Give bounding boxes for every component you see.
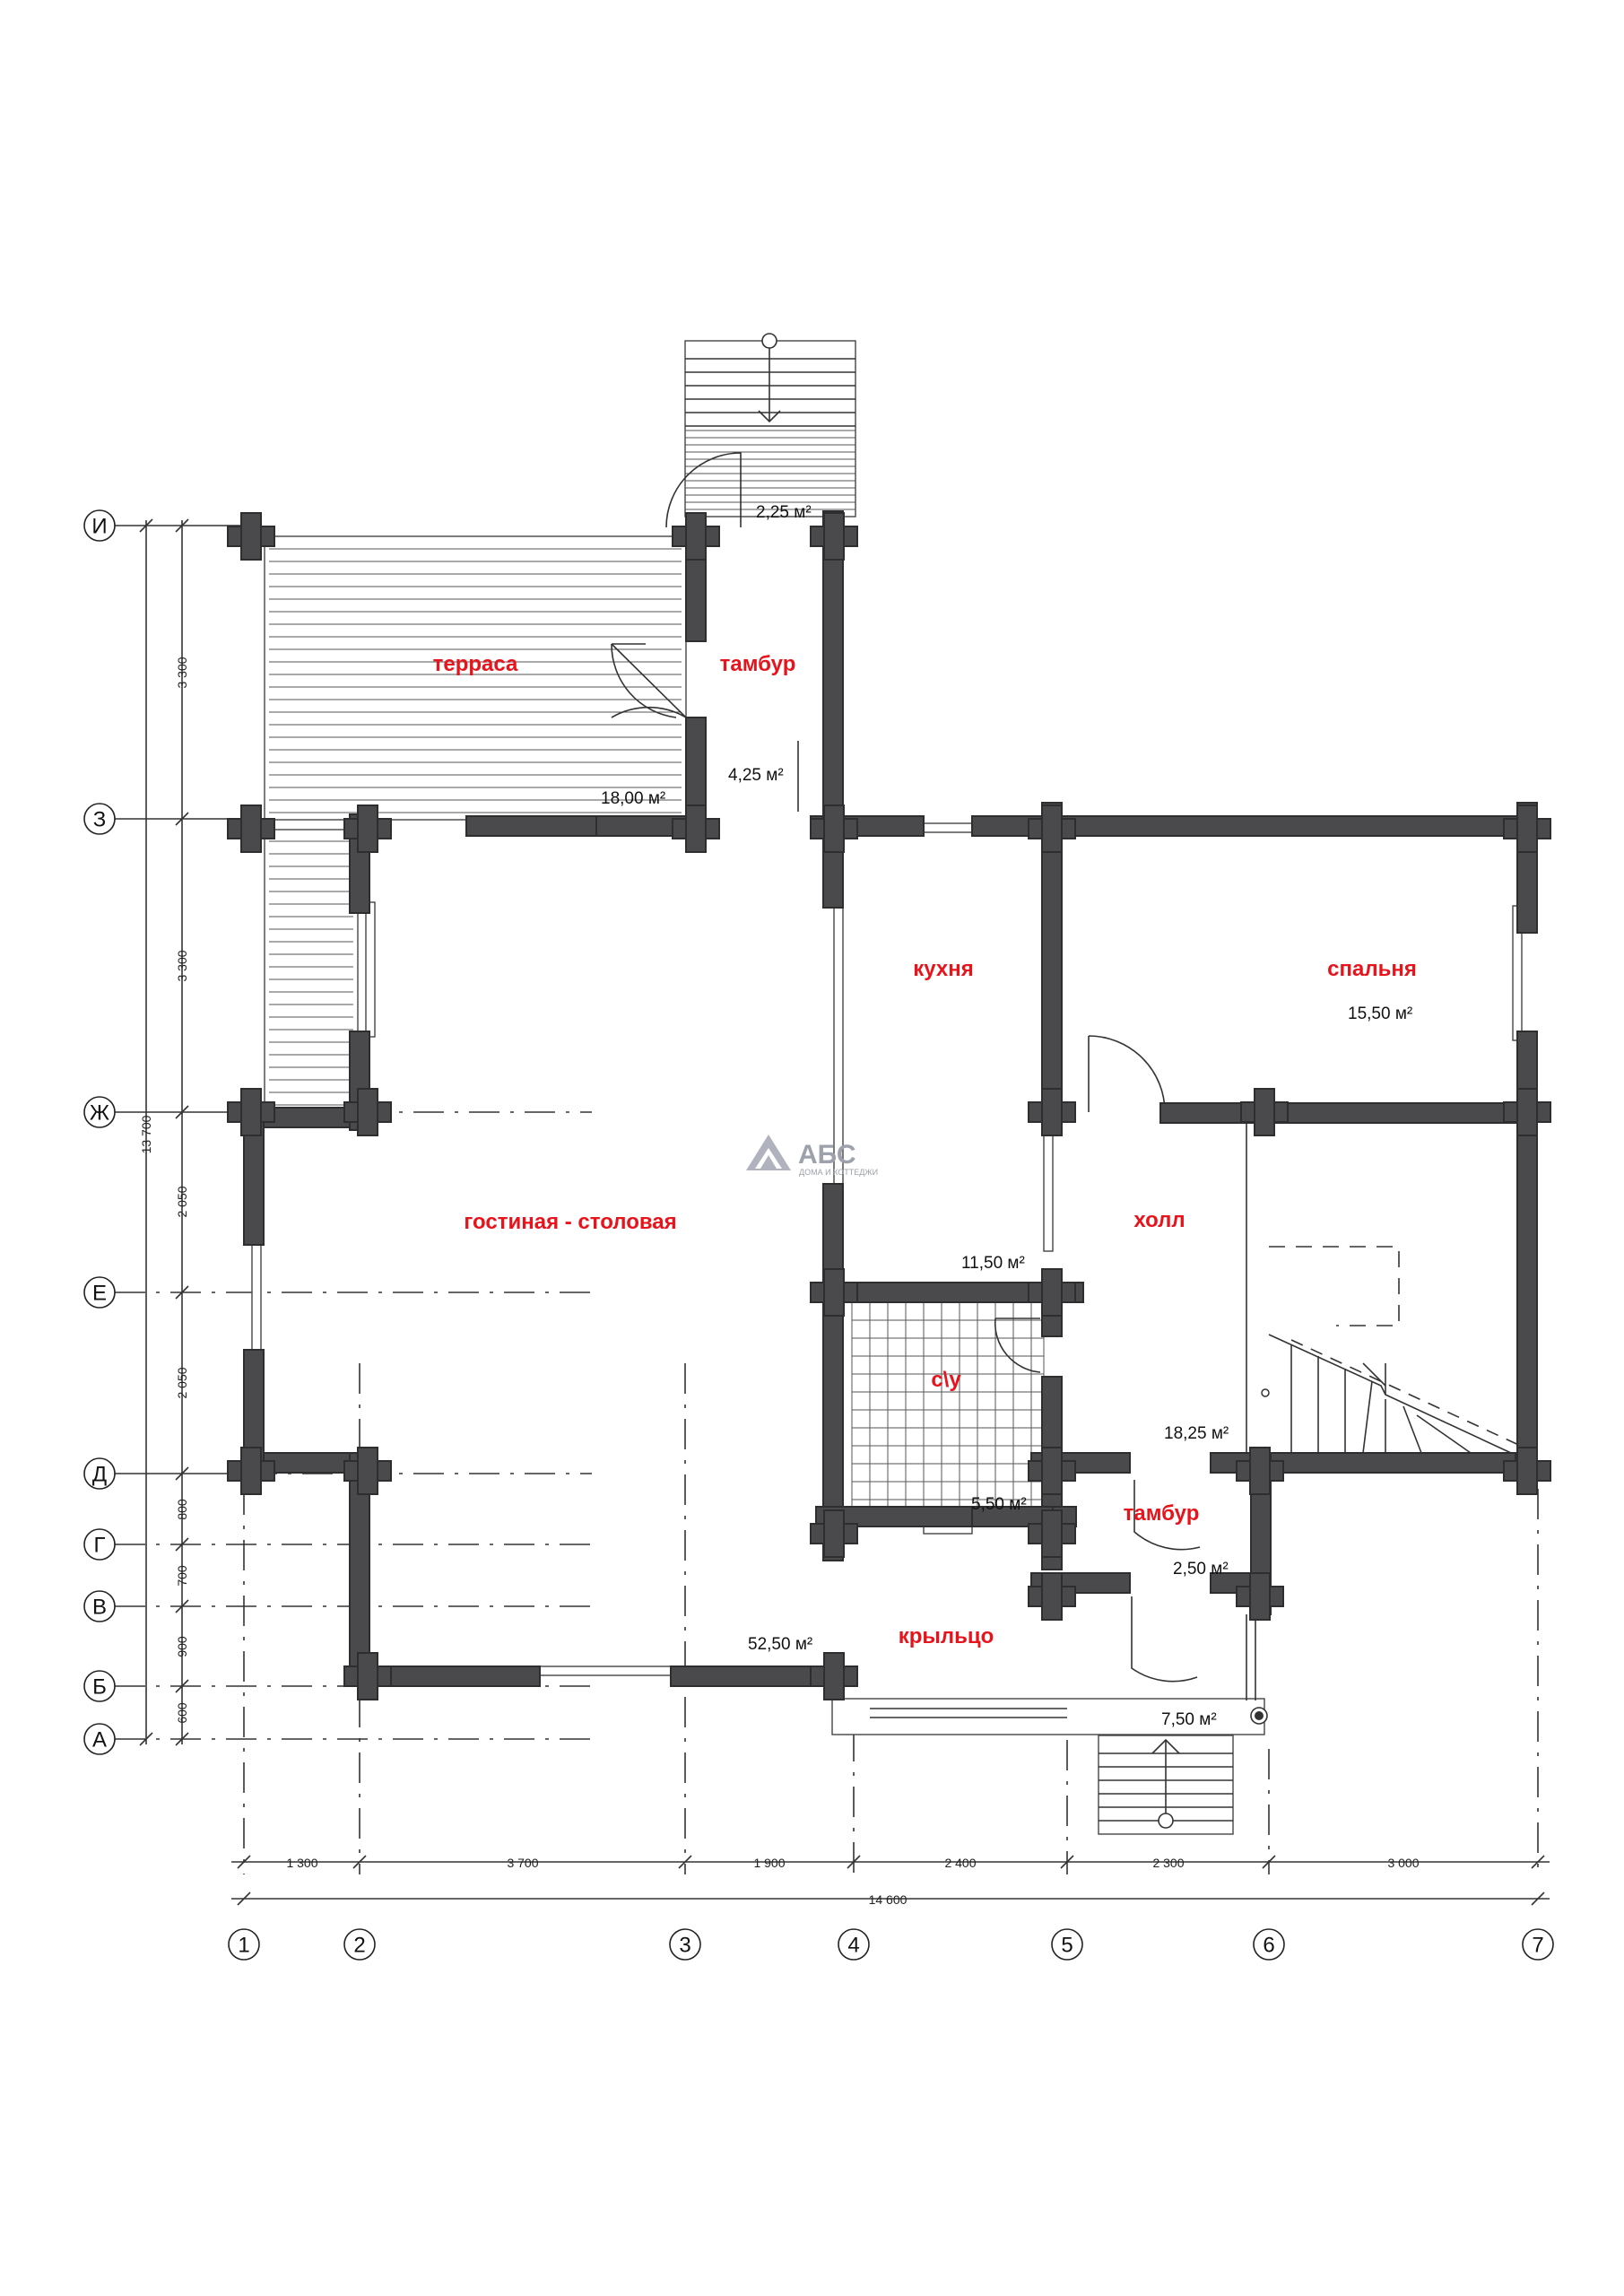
room-name-vestibule-top: тамбур <box>720 652 796 676</box>
axis-number-2: 2 <box>353 1934 365 1958</box>
room-name-porch: крыльцо <box>899 1624 994 1648</box>
interior-staircase <box>1246 1103 1525 1454</box>
dim-h-5: 2 300 <box>1152 1856 1184 1870</box>
walls[interactable] <box>227 510 1551 1700</box>
letter-axis-markers: И З Ж Е Д Г В Б А <box>83 509 116 1755</box>
vertical-dimensions: 3 300 3 300 2 050 2 050 800 700 900 600 … <box>139 518 189 1746</box>
area-porch: 7,50 м² <box>1161 1710 1217 1729</box>
axis-letter-9: А <box>92 1728 107 1752</box>
log-corner <box>1249 1572 1271 1621</box>
room-name-kitchen: кухня <box>913 957 974 981</box>
axis-letter-1: И <box>91 515 107 539</box>
room-name-hall: холл <box>1133 1208 1185 1232</box>
axis-letter-2: З <box>93 808 107 832</box>
axis-letter-4: Е <box>92 1282 107 1306</box>
dim-v-total: 13 700 <box>139 1115 153 1153</box>
log-corner <box>1041 804 1063 853</box>
room-name-living-dining: гостиная - столовая <box>464 1210 676 1234</box>
log-corner <box>1254 1088 1275 1136</box>
dim-v-3: 2 050 <box>175 1186 189 1217</box>
horizontal-dimensions: 1 300 3 700 1 900 2 400 2 300 3 000 14 6… <box>231 1855 1550 1907</box>
room-areas: 18,00 м² 4,25 м² 2,25 м² 11,50 м² 15,50 … <box>601 503 1412 1729</box>
axis-number-4: 4 <box>847 1934 859 1958</box>
area-porch-top: 2,25 м² <box>756 503 812 522</box>
log-corner <box>357 1447 378 1495</box>
doors <box>611 643 1201 1683</box>
axis-number-7: 7 <box>1532 1934 1543 1958</box>
log-corner <box>240 1088 262 1136</box>
dim-v-4: 2 050 <box>175 1367 189 1398</box>
room-name-bedroom: спальня <box>1327 957 1417 981</box>
log-corner <box>1041 1509 1063 1558</box>
log-corner <box>357 1088 378 1136</box>
front-porch <box>831 1614 1268 1835</box>
dim-h-total: 14 600 <box>869 1892 908 1907</box>
log-corner <box>685 804 707 853</box>
log-corner <box>1041 1268 1063 1317</box>
log-corner <box>1041 1088 1063 1136</box>
log-corner <box>357 804 378 853</box>
dim-h-2: 3 700 <box>507 1856 538 1870</box>
log-corner <box>1516 1447 1538 1495</box>
top-entrance-stairs <box>665 333 856 528</box>
log-corner <box>240 804 262 853</box>
dim-v-8: 600 <box>175 1702 189 1724</box>
area-vestibule-bottom: 2,50 м² <box>1173 1560 1229 1578</box>
dim-v-5: 800 <box>175 1499 189 1520</box>
axis-number-3: 3 <box>679 1934 690 1958</box>
area-living-dining: 52,50 м² <box>748 1635 812 1654</box>
log-corner <box>1041 1447 1063 1495</box>
log-corner <box>357 1652 378 1700</box>
log-corner <box>1516 1088 1538 1136</box>
dim-v-2: 3 300 <box>175 950 189 981</box>
company-logo: АБС ДОМА И КОТТЕДЖИ <box>746 1135 878 1177</box>
log-corner <box>1249 1447 1271 1495</box>
dim-h-1: 1 300 <box>286 1856 317 1870</box>
log-corner <box>240 512 262 561</box>
axis-letter-8: Б <box>92 1675 107 1700</box>
log-corner <box>823 804 845 853</box>
number-axis-markers: 1 2 3 4 5 6 7 <box>228 1928 1554 1961</box>
area-kitchen: 11,50 м² <box>961 1254 1025 1273</box>
dim-h-3: 1 900 <box>753 1856 785 1870</box>
wall-segment <box>465 815 602 837</box>
log-corner <box>1516 804 1538 853</box>
dim-h-4: 2 400 <box>944 1856 976 1870</box>
area-bathroom: 5,50 м² <box>971 1495 1027 1514</box>
room-name-bathroom: с\у <box>931 1368 961 1392</box>
wall-segment <box>822 1183 844 1561</box>
axis-letter-6: Г <box>94 1534 106 1558</box>
logo-name: АБС <box>798 1140 856 1170</box>
log-corner <box>823 1268 845 1317</box>
logo-tagline: ДОМА И КОТТЕДЖИ <box>799 1168 878 1177</box>
room-name-vestibule-bottom: тамбур <box>1124 1501 1200 1526</box>
area-hall: 18,25 м² <box>1164 1424 1229 1443</box>
room-name-terrace: терраса <box>433 652 518 676</box>
axis-letter-7: В <box>92 1596 107 1620</box>
room-labels: терраса тамбур кухня спальня гостиная - … <box>433 652 1417 1648</box>
windows <box>251 822 1523 1676</box>
log-corner <box>685 512 707 561</box>
log-corner <box>823 512 845 561</box>
log-corner <box>1041 1572 1063 1621</box>
terrace-decking <box>264 535 687 1110</box>
dim-h-6: 3 000 <box>1387 1856 1419 1870</box>
dim-v-1: 3 300 <box>175 657 189 688</box>
log-corner <box>823 1652 845 1700</box>
axis-number-6: 6 <box>1263 1934 1274 1958</box>
dim-v-7: 900 <box>175 1636 189 1657</box>
bathroom-tiles <box>851 1301 1045 1520</box>
axis-letter-3: Ж <box>90 1101 109 1126</box>
wall-segment <box>1159 1102 1538 1124</box>
area-vestibule-top: 4,25 м² <box>728 766 784 785</box>
dim-v-6: 700 <box>175 1565 189 1587</box>
area-bedroom: 15,50 м² <box>1348 1004 1412 1023</box>
axis-number-5: 5 <box>1061 1934 1073 1958</box>
axis-letter-5: Д <box>92 1463 107 1487</box>
axis-number-1: 1 <box>238 1934 249 1958</box>
log-corner <box>240 1447 262 1495</box>
area-terrace: 18,00 м² <box>601 789 665 808</box>
log-corner <box>823 1509 845 1558</box>
